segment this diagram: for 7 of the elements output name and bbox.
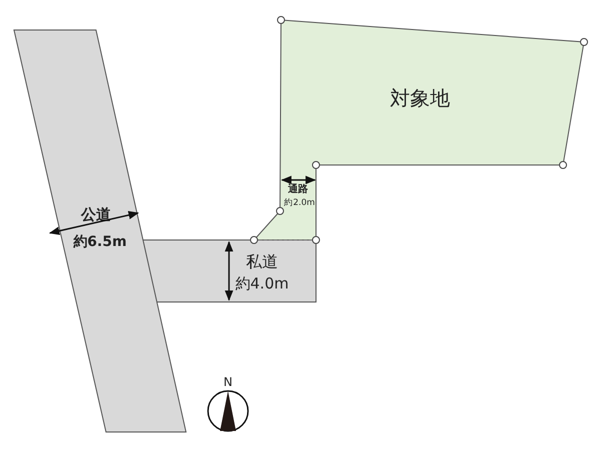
dimension-label: 約4.0m [235, 276, 289, 292]
dimension-label: 約2.0m [284, 198, 315, 208]
area-label: 対象地 [390, 88, 450, 108]
north-label: N [224, 376, 232, 388]
area-label: 私道 [246, 254, 278, 270]
dimension-label: 約6.5m [73, 235, 127, 249]
area-label: 通路 [288, 185, 308, 195]
